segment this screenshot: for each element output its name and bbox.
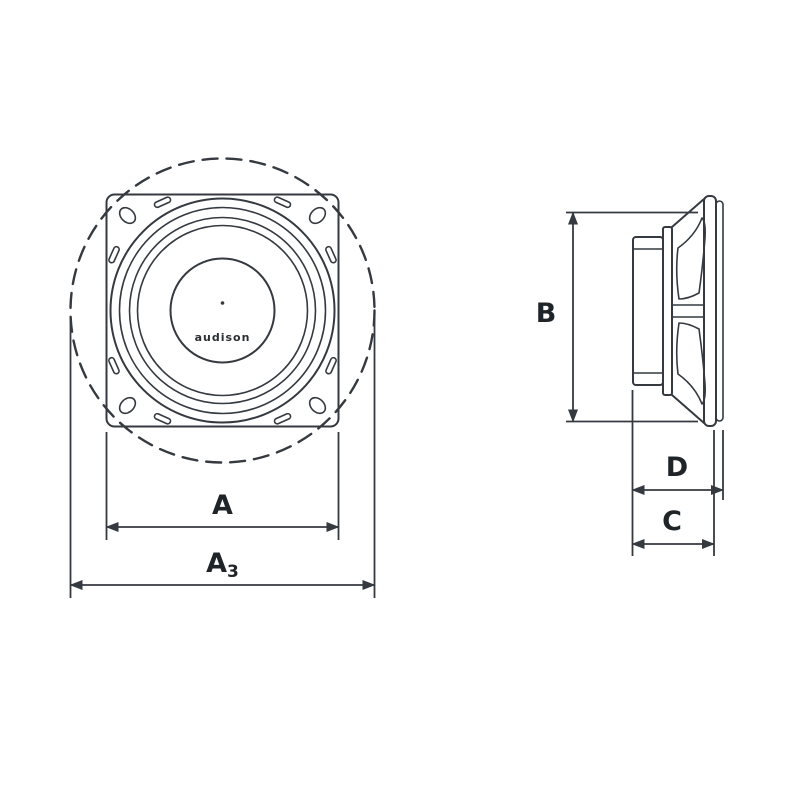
rim-inner-ring <box>118 206 327 415</box>
magnet-body <box>632 236 664 386</box>
cone-edge-ring <box>136 224 309 397</box>
dimension-d: D <box>631 390 724 556</box>
dimension-a3-label: A3 <box>206 548 239 582</box>
center-mark <box>220 301 225 305</box>
dimension-a3-letter: A <box>206 548 227 579</box>
dimension-a3: A3 <box>69 316 376 598</box>
vent-slot <box>273 196 292 209</box>
dimension-b-label: B <box>536 298 557 329</box>
dimension-c: C <box>631 430 715 556</box>
basket-bottom-edge <box>671 394 705 424</box>
vent-slot <box>325 245 337 264</box>
screw-hole <box>308 206 327 225</box>
screw-hole <box>308 396 327 415</box>
dashed-mounting-circle <box>69 157 376 464</box>
front-plate <box>662 226 673 396</box>
dimension-a3-subscript: 3 <box>227 562 239 582</box>
basket-window <box>675 217 706 300</box>
front-view: audison <box>69 157 376 464</box>
vent-slot <box>153 196 172 209</box>
surround-outer-ring <box>128 216 317 405</box>
brand-label: audison <box>195 331 251 344</box>
speaker-frame <box>105 193 340 428</box>
front-gasket <box>715 200 724 422</box>
dimension-a-label: A <box>212 490 233 521</box>
basket-window <box>675 322 706 405</box>
vent-slot <box>325 356 337 375</box>
rim-outer-ring <box>109 197 336 424</box>
screw-hole <box>118 396 137 415</box>
vent-slot <box>108 245 120 264</box>
side-view <box>632 195 724 427</box>
vent-slot <box>153 412 172 425</box>
screw-hole <box>118 206 137 225</box>
vent-slot <box>273 412 292 425</box>
dimension-c-label: C <box>662 506 682 537</box>
dimension-a: A <box>105 432 340 540</box>
dust-cap <box>169 257 276 364</box>
vent-slot <box>108 356 120 375</box>
dimension-d-label: D <box>666 452 688 483</box>
